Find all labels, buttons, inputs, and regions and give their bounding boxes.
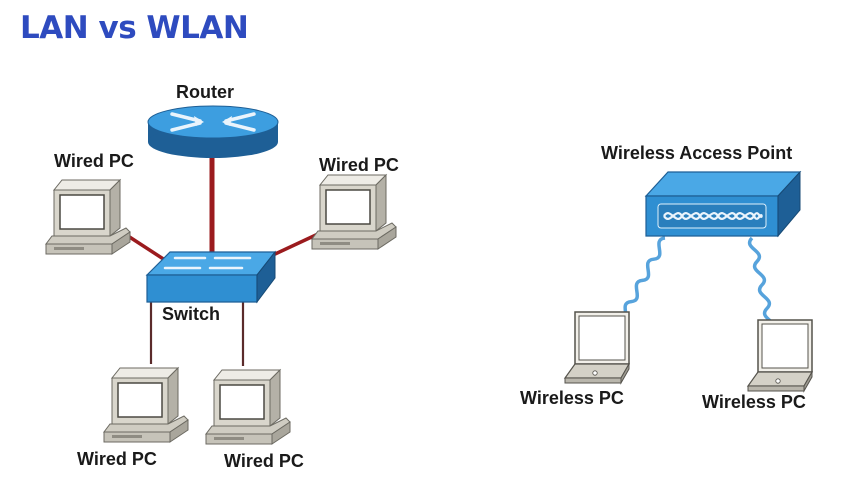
wired-pc-label: Wired PC — [224, 451, 304, 471]
page-title: LAN vs WLAN — [20, 10, 249, 46]
wireless-access-point-icon — [644, 170, 802, 238]
router-icon — [147, 105, 279, 158]
switch-label: Switch — [162, 304, 221, 324]
wired-pc-icon — [103, 367, 189, 443]
wired-pc-icon — [311, 174, 397, 250]
link-switch-pc-left — [127, 234, 169, 264]
switch-icon — [145, 250, 277, 304]
wireless-pc-label: Wireless PC — [520, 388, 624, 408]
wired-pc-icon — [205, 369, 291, 445]
laptop-icon — [747, 319, 813, 392]
wired-pc-label: Wired PC — [77, 449, 157, 469]
wired-pc-label: Wired PC — [319, 155, 399, 175]
access-point-label: Wireless Access Point — [601, 143, 793, 163]
wireless-pc-label: Wireless PC — [702, 392, 806, 412]
wireless-signal-left — [619, 236, 666, 325]
wired-pc-label: Wired PC — [54, 151, 134, 171]
wireless-signal-right — [747, 236, 776, 334]
laptop-icon — [564, 311, 630, 384]
wired-pc-icon — [45, 179, 131, 255]
router-label: Router — [176, 82, 234, 102]
